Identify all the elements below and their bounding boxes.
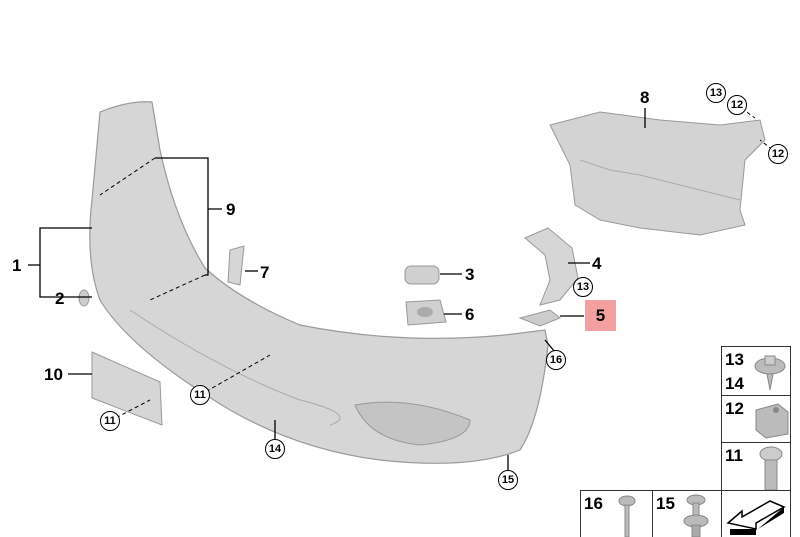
callout-11: 11 <box>100 411 120 431</box>
clip-nut-icon <box>755 403 789 439</box>
callout-14: 14 <box>265 439 285 459</box>
callout-16: 16 <box>546 350 566 370</box>
callout-11: 11 <box>190 385 210 405</box>
callout-7: 7 <box>260 263 270 282</box>
legend-label-16: 16 <box>584 494 603 513</box>
callout-2: 2 <box>55 289 65 308</box>
callout-15: 15 <box>498 470 518 490</box>
legend-cell-direction <box>721 490 791 537</box>
legend-label-12: 12 <box>725 399 744 418</box>
front-bumper-part-1 <box>89 101 549 464</box>
legend-label-11: 11 <box>725 446 743 465</box>
legend-cell-13-14: 13 14 <box>721 346 791 396</box>
direction-arrow-icon <box>726 500 786 535</box>
air-duct-part-4 <box>524 227 579 306</box>
callout-9: 9 <box>226 200 236 219</box>
bracket-part-8 <box>549 111 766 236</box>
legend-cell-15: 15 <box>652 490 722 537</box>
callout-3: 3 <box>465 265 475 284</box>
callout-12: 12 <box>727 95 747 115</box>
bracket-part-7 <box>227 245 245 286</box>
legend-label-14: 14 <box>725 374 744 393</box>
legend-cell-12: 12 <box>721 395 791 443</box>
callout-13: 13 <box>706 83 726 103</box>
push-rivet-icon <box>683 494 709 537</box>
cover-part-3 <box>404 265 440 285</box>
screw-icon <box>618 495 636 537</box>
legend-cell-11: 11 <box>721 442 791 494</box>
callout-4: 4 <box>592 254 602 273</box>
callout-8: 8 <box>640 88 650 107</box>
screw-washer-icon <box>754 355 786 391</box>
bolt-icon <box>759 446 783 491</box>
plate-part-10 <box>91 351 163 426</box>
callout-5: 5 <box>595 305 606 325</box>
bracket-part-5 <box>518 309 561 327</box>
callout-12: 12 <box>768 144 788 164</box>
callout-10: 10 <box>44 365 63 384</box>
callout-6: 6 <box>465 305 475 324</box>
legend-cell-16: 16 <box>580 490 653 537</box>
legend-label-15: 15 <box>656 494 675 513</box>
callout-13: 13 <box>573 277 593 297</box>
legend-label-13: 13 <box>725 350 744 369</box>
callout-5-highlighted[interactable]: 5 <box>585 300 616 331</box>
callout-1: 1 <box>12 256 22 275</box>
